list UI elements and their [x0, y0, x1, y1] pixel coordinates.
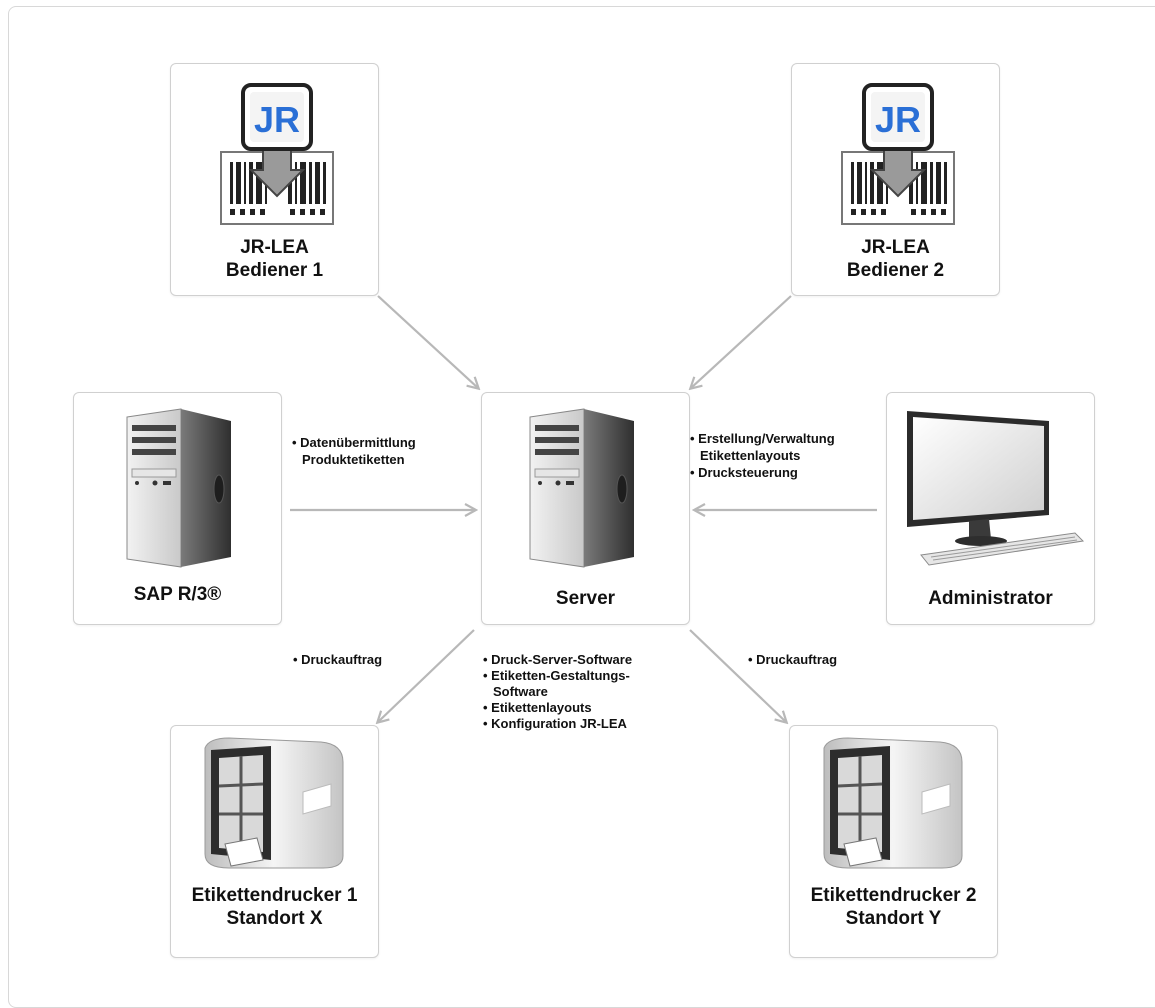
node-label-line2: Standort Y — [845, 908, 942, 929]
note-line: • Erstellung/Verwaltung — [690, 431, 835, 446]
arrow-bediener1-to-server — [377, 295, 478, 388]
node-administrator: Administrator — [886, 392, 1095, 625]
node-label: JR-LEA Bediener 2 — [792, 236, 999, 282]
note-druckauftrag-left: • Druckauftrag — [293, 651, 382, 668]
node-server: Server — [481, 392, 690, 625]
node-label-line1: Etikettendrucker 2 — [810, 885, 977, 906]
node-jr-lea-bediener-2: JR JR-LEA Bediener 2 — [791, 63, 1000, 296]
node-label-line1: JR-LEA — [240, 237, 309, 258]
node-label-line1: Administrator — [928, 588, 1053, 609]
note-line: • Drucksteuerung — [690, 465, 798, 480]
note-line: • Druck-Server-Software — [483, 652, 633, 667]
node-sap-r3: SAP R/3® — [73, 392, 282, 625]
node-label: Administrator — [887, 587, 1094, 610]
note-line: • Etikettenlayouts — [483, 700, 592, 715]
note-admin-to-server: • Erstellung/Verwaltung Etikettenlayouts… — [690, 430, 835, 481]
note-line: Software — [493, 684, 548, 699]
arrow-bediener2-to-server — [691, 295, 792, 388]
note-line: Produktetiketten — [302, 452, 405, 467]
svg-text:JR: JR — [875, 99, 921, 140]
note-line: • Konfiguration JR-LEA — [483, 716, 627, 731]
server-tower-icon — [126, 408, 231, 568]
node-label-line2: Standort X — [226, 908, 323, 929]
node-label-line1: Server — [555, 588, 616, 609]
note-server-features: • Druck-Server-Software • Etiketten-Gest… — [483, 652, 632, 732]
node-label: SAP R/3® — [74, 583, 281, 606]
label-printer-icon — [204, 737, 344, 869]
jr-lea-barcode-icon: JR — [841, 83, 955, 225]
note-sap-to-server: • Datenübermittlung Produktetiketten — [292, 434, 416, 468]
node-label-line1: JR-LEA — [861, 237, 930, 258]
note-line: • Druckauftrag — [293, 652, 383, 667]
node-label-line2: Bediener 1 — [225, 260, 324, 281]
note-druckauftrag-right: • Druckauftrag — [748, 651, 837, 668]
node-label-line2: Bediener 2 — [846, 260, 945, 281]
svg-text:JR: JR — [254, 99, 300, 140]
node-jr-lea-bediener-1: JR JR-LEA Bediener 1 — [170, 63, 379, 296]
node-label-line1: SAP R/3® — [133, 584, 222, 605]
node-label: Server — [482, 587, 689, 610]
node-label-line1: Etikettendrucker 1 — [191, 885, 358, 906]
note-line: • Druckauftrag — [748, 652, 838, 667]
jr-lea-barcode-icon: JR — [220, 83, 334, 225]
note-line: • Etiketten-Gestaltungs- — [483, 668, 630, 683]
note-line: Etikettenlayouts — [700, 448, 801, 463]
node-etikettendrucker-1: Etikettendrucker 1 Standort X — [170, 725, 379, 958]
node-etikettendrucker-2: Etikettendrucker 2 Standort Y — [789, 725, 998, 958]
node-label: JR-LEA Bediener 1 — [171, 236, 378, 282]
server-tower-icon — [529, 408, 634, 568]
note-line: • Datenübermittlung — [292, 435, 416, 450]
node-label: Etikettendrucker 2 Standort Y — [790, 884, 997, 930]
arrow-server-to-drucker2 — [689, 629, 786, 722]
arrow-server-to-drucker1 — [378, 629, 475, 722]
label-printer-icon — [823, 737, 963, 869]
node-label: Etikettendrucker 1 Standort X — [171, 884, 378, 930]
desktop-computer-icon — [907, 411, 1085, 566]
